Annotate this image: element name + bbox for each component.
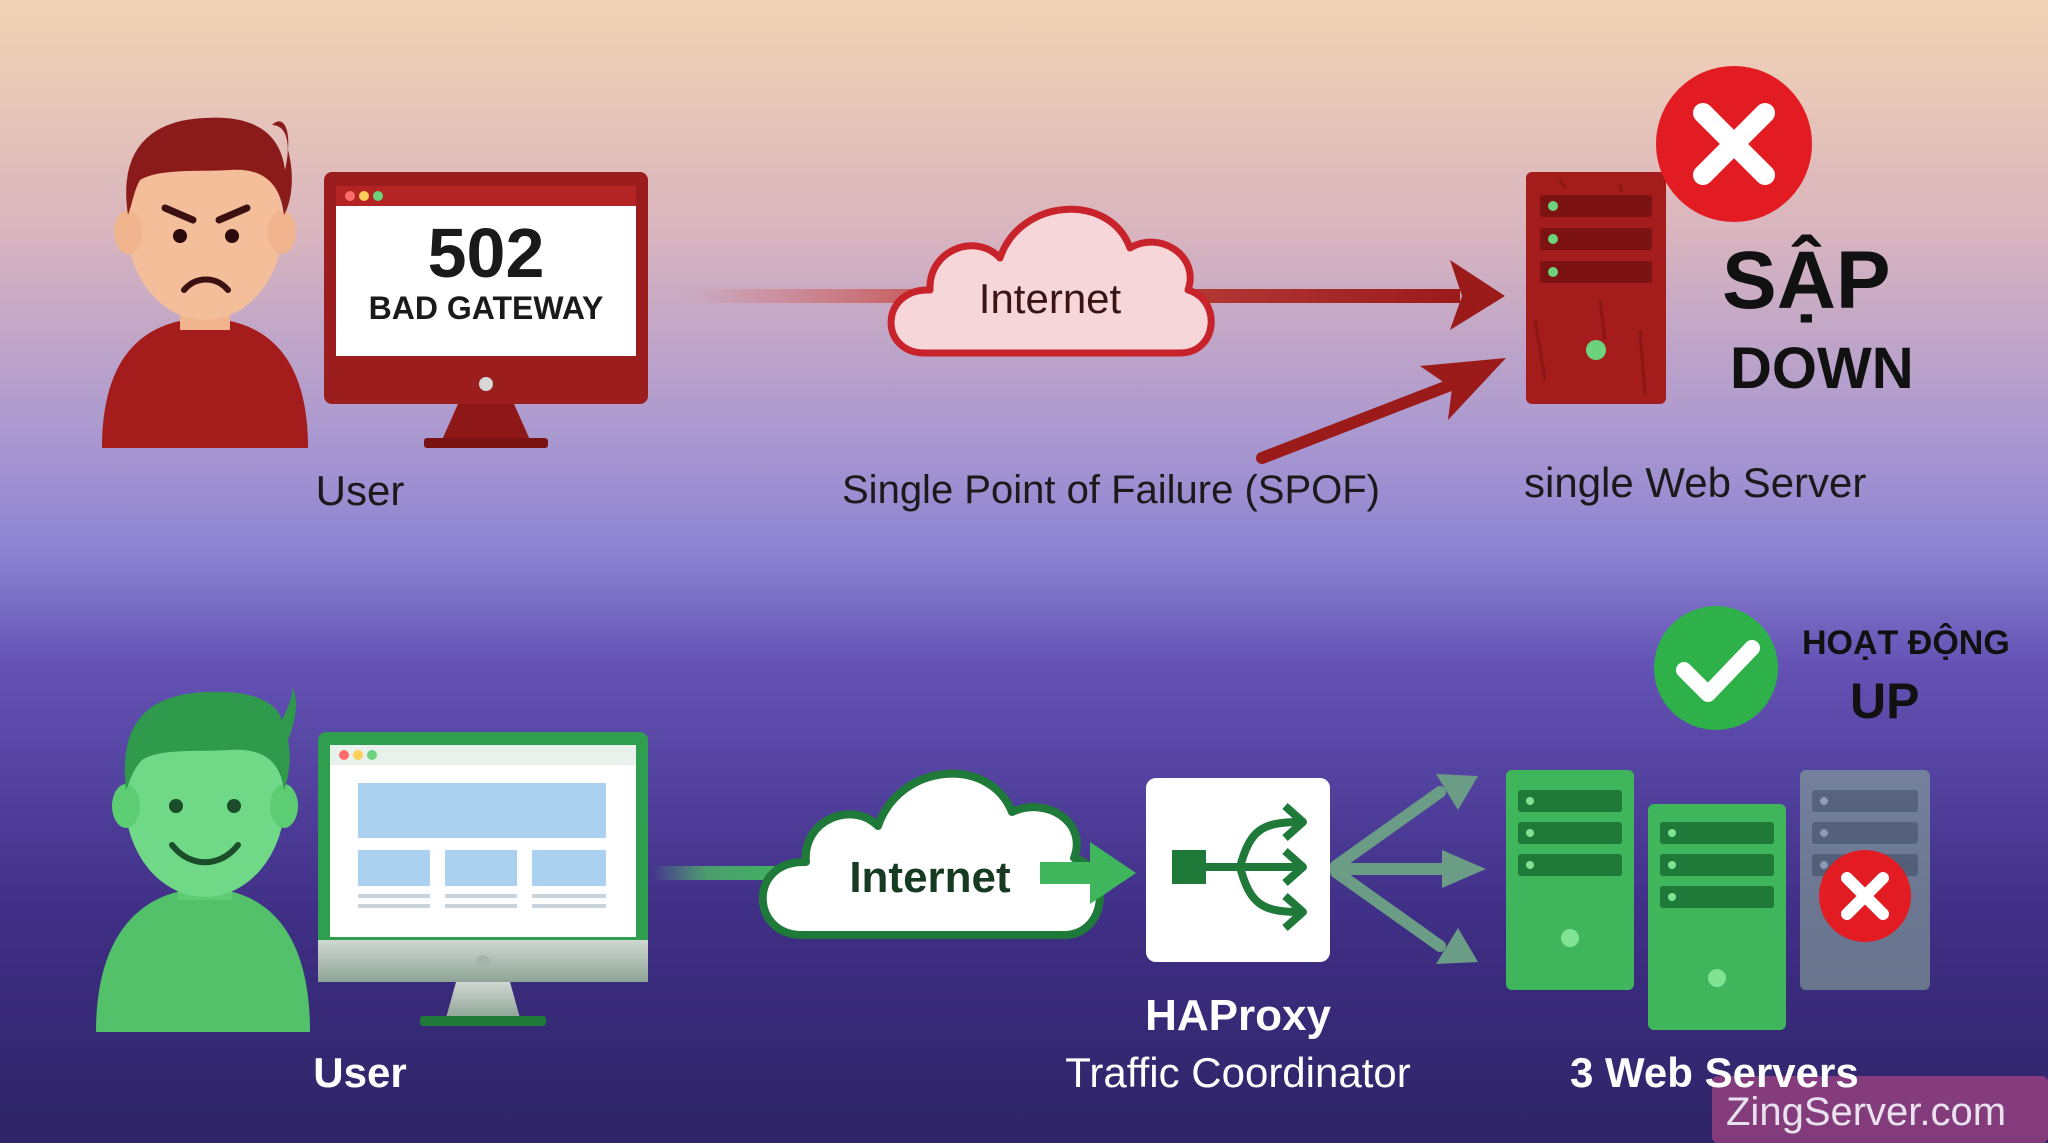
server-3-cross-icon xyxy=(1819,850,1911,942)
happy-user-icon xyxy=(96,685,310,1032)
user-label-top: User xyxy=(315,467,405,514)
error-text: BAD GATEWAY xyxy=(368,290,604,326)
web-server-1-icon xyxy=(1506,770,1634,990)
angry-user-icon xyxy=(102,117,308,448)
internet-label-bottom: Internet xyxy=(849,853,1011,902)
error-monitor-icon xyxy=(324,172,648,448)
failed-server-icon xyxy=(1526,172,1666,404)
load-balance-arrows xyxy=(1330,774,1486,964)
internet-cloud-top xyxy=(887,205,1215,357)
haproxy-input-arrow xyxy=(1040,842,1136,904)
haproxy-title: HAProxy xyxy=(1145,991,1331,1040)
success-check-icon xyxy=(1654,606,1778,730)
spof-label: Single Point of Failure (SPOF) xyxy=(842,468,1380,512)
failure-cross-icon xyxy=(1656,66,1812,222)
status-up-en: UP xyxy=(1850,673,1920,729)
error-code: 502 xyxy=(427,214,545,292)
working-monitor-icon xyxy=(318,732,648,1026)
web-server-2-icon xyxy=(1648,804,1786,1030)
status-down-vi: SẬP xyxy=(1722,235,1891,326)
status-up-vi: HOẠT ĐỘNG xyxy=(1802,624,2010,662)
user-label-bottom: User xyxy=(313,1049,407,1096)
watermark-box xyxy=(1712,1076,2048,1143)
watermark-text: ZingServer.com xyxy=(1726,1090,2007,1134)
single-server-label: single Web Server xyxy=(1524,459,1867,506)
servers-label: 3 Web Servers xyxy=(1570,1049,1859,1096)
internet-label-top: Internet xyxy=(978,275,1122,322)
status-down-en: DOWN xyxy=(1730,336,1914,401)
haproxy-icon xyxy=(1146,778,1330,962)
spof-arrow xyxy=(1256,358,1506,464)
haproxy-subtitle: Traffic Coordinator xyxy=(1065,1049,1411,1096)
bottom-connection-line xyxy=(652,866,792,880)
